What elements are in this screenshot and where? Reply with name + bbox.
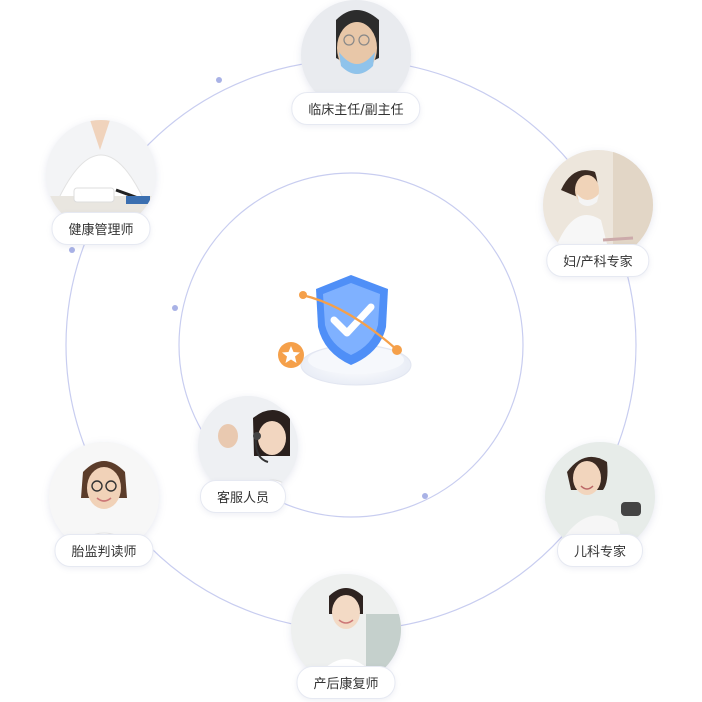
postpartum-therapist-photo <box>291 574 401 684</box>
obgyn-expert-photo <box>543 150 653 260</box>
center-shield-emblem <box>276 265 426 400</box>
orbit-dot <box>69 247 75 253</box>
role-label-obgyn-expert: 妇/产科专家 <box>546 244 650 277</box>
pediatric-expert-photo <box>545 442 655 552</box>
role-node-customer-service: 客服人员 <box>193 396 313 526</box>
star-coin-icon <box>278 342 304 368</box>
role-node-health-manager: 健康管理师 <box>41 120 161 250</box>
orbit-dot <box>172 305 178 311</box>
role-label-health-manager: 健康管理师 <box>51 212 151 245</box>
role-node-clinical-director: 临床主任/副主任 <box>291 0 421 130</box>
role-label-postpartum-therapist: 产后康复师 <box>296 666 396 699</box>
role-label-fetal-monitor-reader: 胎监判读师 <box>54 534 154 567</box>
shield-check-icon <box>316 275 388 365</box>
role-node-postpartum-therapist: 产后康复师 <box>286 574 406 702</box>
role-label-customer-service: 客服人员 <box>199 480 287 513</box>
clinical-director-photo <box>301 0 411 110</box>
orbit-dot <box>422 493 428 499</box>
health-manager-photo <box>46 120 156 230</box>
role-label-clinical-director: 临床主任/副主任 <box>291 92 421 125</box>
role-node-obgyn-expert: 妇/产科专家 <box>538 150 658 280</box>
role-label-pediatric-expert: 儿科专家 <box>556 534 644 567</box>
orbit-dot <box>216 77 222 83</box>
role-node-pediatric-expert: 儿科专家 <box>540 442 660 572</box>
customer-service-photo <box>198 396 298 496</box>
role-node-fetal-monitor-reader: 胎监判读师 <box>44 442 164 572</box>
inner-orbit-ring <box>178 172 524 518</box>
